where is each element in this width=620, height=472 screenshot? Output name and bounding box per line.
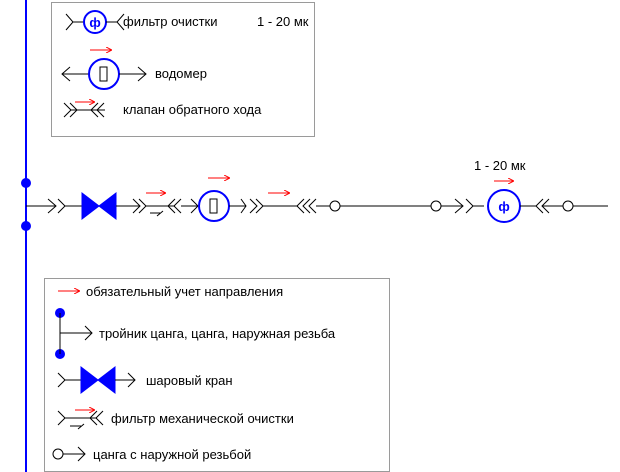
legend-tee-label: тройник цанга, цанга, наружная резьба	[99, 326, 336, 341]
main-line: ф	[21, 178, 608, 231]
tee-bottom-node	[21, 221, 31, 231]
legend-filter-range: 1 - 20 мк	[257, 14, 309, 29]
legend-filter-label: фильтр очистки	[123, 14, 218, 29]
filter-glyph: ф	[89, 15, 100, 30]
mech-filter-legend-icon	[57, 410, 104, 430]
legend-direction-label: обязательный учет направления	[86, 284, 284, 299]
legend-water-meter-label: водомер	[155, 66, 207, 81]
legend-collet-label: цанга с наружной резьбой	[93, 447, 252, 462]
legend-check-valve-label: клапан обратного хода	[123, 102, 262, 117]
collet-icon	[562, 200, 574, 212]
tee-legend-icon	[55, 308, 93, 359]
mech-filter-icon	[138, 198, 182, 217]
check-valve-icon	[249, 198, 317, 214]
collet-legend-icon	[52, 446, 86, 462]
ball-valve-legend-icon	[57, 365, 136, 395]
collet-icon	[430, 200, 442, 212]
main-filter-range: 1 - 20 мк	[474, 158, 526, 173]
legend-bottom-box	[44, 278, 390, 472]
ball-valve-icon	[81, 191, 117, 221]
legend-ball-valve-label: шаровый кран	[146, 373, 233, 388]
legend-mech-filter-label: фильтр механической очистки	[111, 411, 294, 426]
collet-icon	[329, 200, 341, 212]
tee-top-node	[21, 178, 31, 188]
check-valve-legend-icon	[63, 102, 105, 118]
filter-glyph-main: ф	[498, 199, 509, 214]
water-meter-legend-icon	[61, 50, 147, 90]
fine-filter-legend-icon: ф	[65, 10, 125, 34]
